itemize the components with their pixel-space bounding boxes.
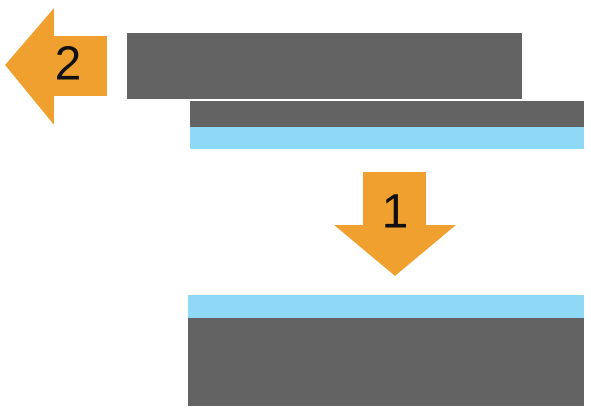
- step-2-arrow: 2: [5, 8, 107, 125]
- upper-strip: [190, 101, 584, 149]
- lower-block: [188, 295, 584, 406]
- arrow-left-icon: [5, 8, 107, 125]
- sliding-dark-bar: [127, 33, 522, 99]
- arrow-down-icon: [334, 172, 456, 276]
- upper-strip-dark-layer: [190, 101, 584, 127]
- lower-block-dark-layer: [188, 318, 584, 406]
- step-1-label: 1: [382, 186, 409, 239]
- step-1-arrow: 1: [334, 172, 456, 276]
- upper-strip-blue-layer: [190, 127, 584, 149]
- step-2-label: 2: [55, 38, 82, 91]
- lower-block-blue-layer: [188, 295, 584, 318]
